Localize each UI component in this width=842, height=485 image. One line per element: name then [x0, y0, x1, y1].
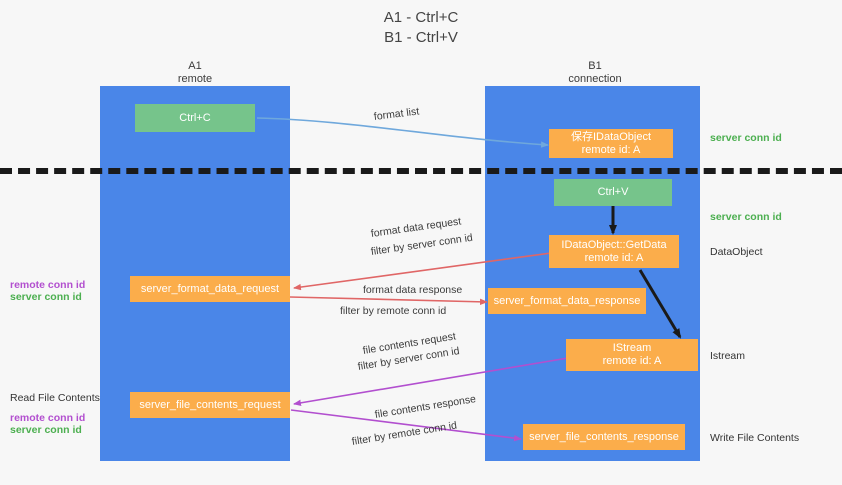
column-header-b1: B1 connection	[535, 60, 655, 86]
column-header-a1: A1 remote	[135, 60, 255, 86]
arrow-format-list	[256, 117, 549, 148]
box-getdata-line1: IDataObject::GetData	[561, 238, 667, 251]
arrow-file-contents-response	[290, 409, 522, 442]
filter-by-text: filter by	[340, 305, 374, 317]
box-istream-line2: remote id: A	[602, 355, 662, 367]
side-label-dataobject: DataObject	[710, 246, 763, 258]
side-label-server-conn-id-bottom: server conn id	[10, 424, 82, 436]
title-line-2: B1 - Ctrl+V	[384, 29, 458, 46]
box-idataobject-getdata[interactable]: IDataObject::GetData remote id: A	[549, 235, 679, 268]
column-b1-name: B1	[588, 60, 602, 72]
edge-label-format-data-response: format data response	[363, 284, 463, 296]
column-a1-name: A1	[188, 60, 202, 72]
box-ctrl-c[interactable]: Ctrl+C	[135, 104, 255, 132]
box-server-format-data-response-label: server_format_data_response	[493, 294, 641, 307]
box-istream[interactable]: IStream remote id: A	[566, 339, 698, 371]
box-server-file-contents-response-label: server_file_contents_response	[529, 430, 679, 443]
side-label-server-conn-id-top: server conn id	[710, 132, 782, 144]
box-ctrl-v-line1: Ctrl+V	[597, 186, 629, 198]
box-istream-line1: IStream	[612, 342, 652, 354]
side-label-server-conn-id-left-mid: server conn id	[10, 291, 82, 303]
box-server-format-data-request-label: server_format_data_request	[140, 282, 280, 295]
box-server-file-contents-request-label: server_file_contents_request	[139, 398, 281, 411]
box-server-file-contents-response[interactable]: server_file_contents_response	[523, 424, 685, 450]
arrow-format-data-request	[293, 252, 552, 291]
edge-label-format-data-response-filter: filter by remote conn id	[340, 305, 446, 318]
remote-conn-id-text: remote conn id	[376, 305, 447, 317]
box-save-idataobject[interactable]: 保存IDataObject remote id: A	[549, 129, 673, 158]
box-save-idataobject-line2: remote id: A	[581, 143, 641, 156]
side-label-istream: Istream	[710, 350, 746, 362]
arrow-getdata-to-istream	[638, 269, 682, 339]
box-save-idataobject-line1: 保存IDataObject	[570, 130, 652, 143]
side-label-remote-conn-id-bottom: remote conn id	[10, 412, 86, 424]
box-getdata-line2: remote id: A	[584, 251, 644, 264]
title-line-1: A1 - Ctrl+C	[383, 9, 459, 26]
side-label-server-conn-id-mid: server conn id	[710, 211, 782, 223]
page-title: A1 - Ctrl+C B1 - Ctrl+V	[0, 8, 842, 48]
box-server-format-data-response[interactable]: server_format_data_response	[488, 288, 646, 314]
side-label-remote-conn-id-mid: remote conn id	[10, 279, 86, 291]
box-server-format-data-request[interactable]: server_format_data_request	[130, 276, 290, 302]
arrow-file-contents-request	[293, 357, 569, 406]
box-server-file-contents-request[interactable]: server_file_contents_request	[130, 392, 290, 418]
box-ctrl-v[interactable]: Ctrl+V	[554, 179, 672, 206]
box-ctrl-c-line1: Ctrl+C	[179, 111, 211, 124]
column-b1-sub: connection	[568, 73, 622, 85]
column-a1-sub: remote	[177, 73, 213, 85]
arrow-format-data-response	[289, 296, 488, 306]
dashed-divider	[0, 168, 842, 174]
side-label-read-file-contents: Read File Contents	[10, 392, 100, 404]
side-label-write-file-contents: Write File Contents	[710, 432, 800, 444]
